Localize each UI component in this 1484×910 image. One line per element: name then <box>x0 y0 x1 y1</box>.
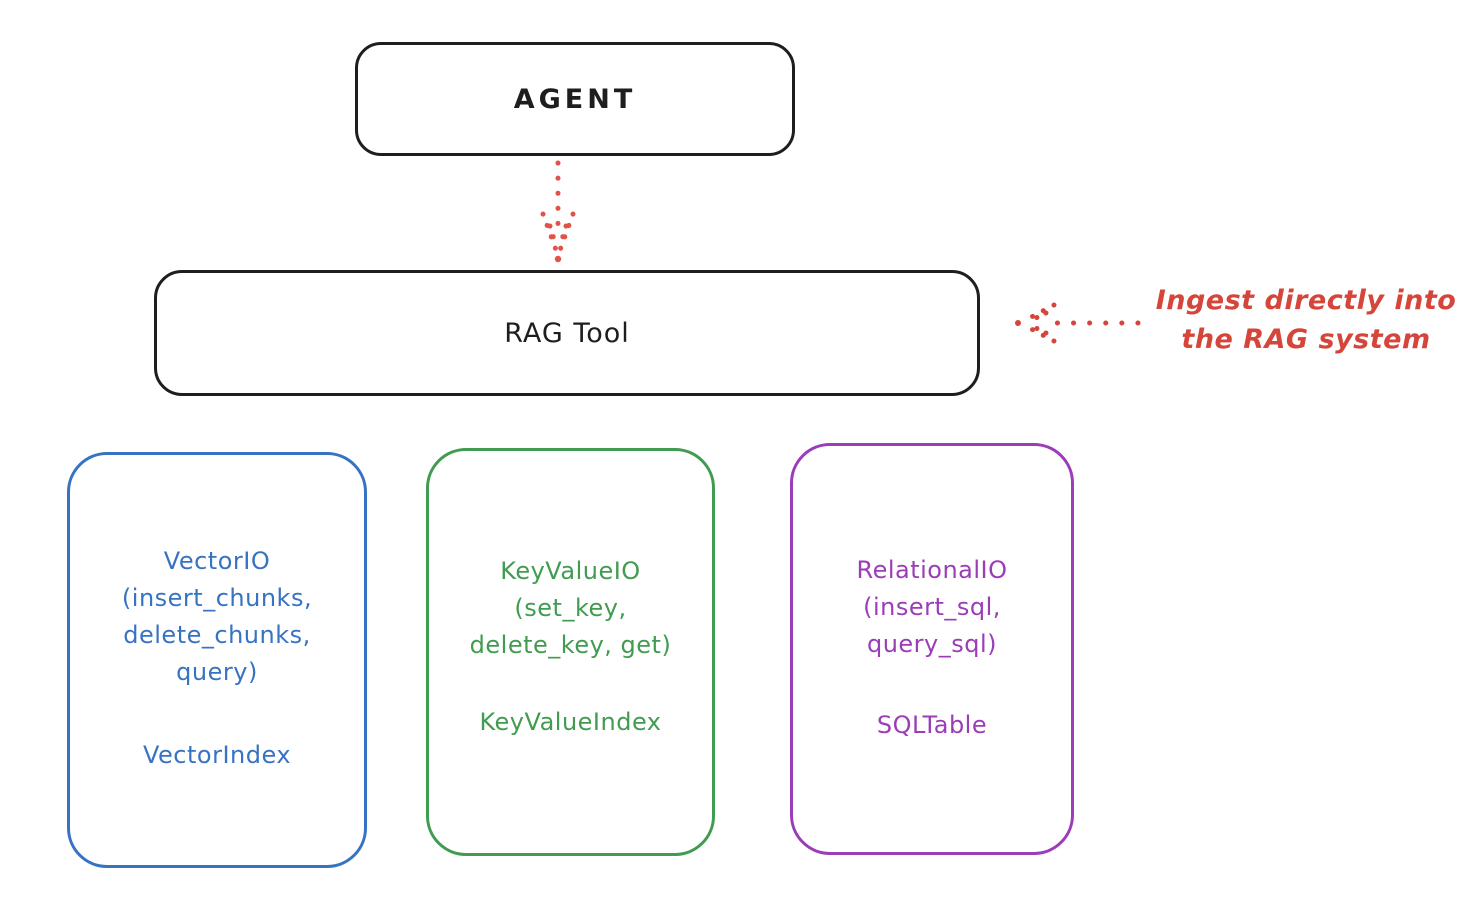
vector-index-label: VectorIndex <box>142 741 292 769</box>
vector-io-line: VectorIO <box>163 547 271 575</box>
vector-io-line: (insert_chunks, <box>121 584 313 612</box>
rag-tool-node: RAG Tool <box>154 270 980 396</box>
vector-io-line: query) <box>176 658 258 686</box>
ingest-annotation-line-2: the RAG system <box>1181 324 1431 355</box>
agent-node: AGENT <box>355 42 795 156</box>
key-value-index-label: KeyValueIndex <box>479 708 662 736</box>
sql-table-label: SQLTable <box>876 711 988 739</box>
vector-io-line: delete_chunks, <box>123 621 311 649</box>
vector-io-node: VectorIO (insert_chunks, delete_chunks, … <box>67 452 367 868</box>
relational-io-line: query_sql) <box>866 630 998 658</box>
key-value-io-line: delete_key, get) <box>469 631 672 659</box>
arrow-agent-to-ragtool-icon <box>540 160 576 263</box>
relational-io-line: (insert_sql, <box>863 593 1001 621</box>
agent-node-label: AGENT <box>513 83 637 115</box>
ingest-annotation-line-1: Ingest directly into <box>1155 285 1457 316</box>
ingest-annotation: Ingest directly into the RAG system <box>1128 281 1484 359</box>
rag-tool-node-label: RAG Tool <box>504 317 630 349</box>
key-value-io-line: (set_key, <box>514 594 627 622</box>
relational-io-node: RelationalIO (insert_sql, query_sql) SQL… <box>790 443 1074 855</box>
key-value-io-line: KeyValueIO <box>500 557 641 585</box>
ingest-arrow-icon <box>1015 302 1141 344</box>
key-value-io-node: KeyValueIO (set_key, delete_key, get) Ke… <box>426 448 715 856</box>
relational-io-line: RelationalIO <box>856 556 1008 584</box>
